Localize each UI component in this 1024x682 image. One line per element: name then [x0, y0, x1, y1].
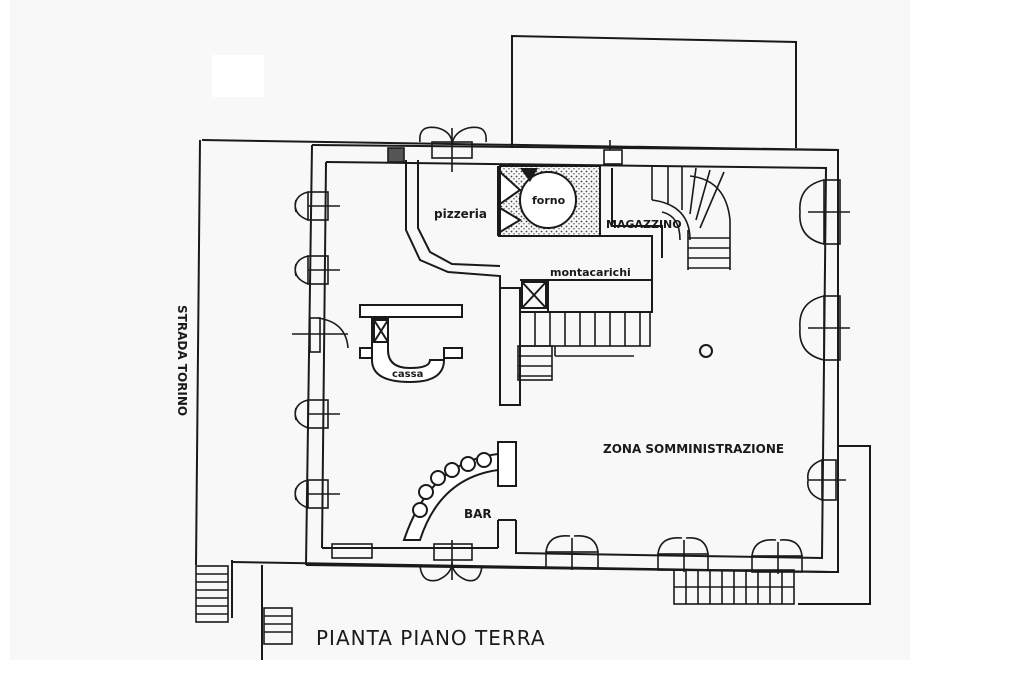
storage-partition-inner: [611, 168, 663, 258]
room-label-zona-somministrazione: ZONA SOMMINISTRAZIONE: [603, 442, 784, 456]
west-door: [292, 317, 349, 353]
exterior-steps: [195, 565, 795, 645]
room-label-pizzeria: pizzeria: [434, 207, 487, 221]
lot-boundary-west: [195, 139, 201, 566]
oven: [499, 165, 601, 237]
building-wall-inner: [325, 161, 828, 560]
south-door: [419, 540, 483, 582]
building-wall-outer: [311, 144, 839, 573]
west-windows: [294, 191, 340, 509]
lift-shaft: [521, 281, 547, 309]
paper-background: [10, 0, 910, 660]
room-label-magazzino: MAGAZZINO: [606, 218, 682, 231]
room-label-forno: forno: [532, 194, 566, 207]
cash-counter: [359, 304, 463, 384]
building-wall-west-outer: [305, 144, 313, 566]
scan-blank-patch: [212, 55, 264, 97]
rear-annex-outline: [511, 34, 797, 148]
spiral-staircase: [651, 166, 731, 270]
room-label-bar: BAR: [464, 507, 492, 521]
column: [699, 344, 713, 358]
interior-staircase: [517, 311, 651, 381]
plan-title: PIANTA PIANO TERRA: [316, 626, 546, 650]
building-wall-west-inner: [321, 161, 327, 549]
room-label-cassa: cassa: [392, 369, 423, 380]
wall-details: [387, 140, 623, 165]
east-windows: [799, 179, 850, 501]
street-label: STRADA TORINO: [175, 305, 189, 416]
room-label-montacarichi: montacarichi: [550, 266, 631, 279]
pizzeria-partition-inner: [417, 160, 501, 267]
south-windows: [331, 535, 803, 574]
pizzeria-partition: [405, 160, 521, 406]
north-door: [419, 126, 487, 172]
bar-counter: [402, 441, 517, 541]
